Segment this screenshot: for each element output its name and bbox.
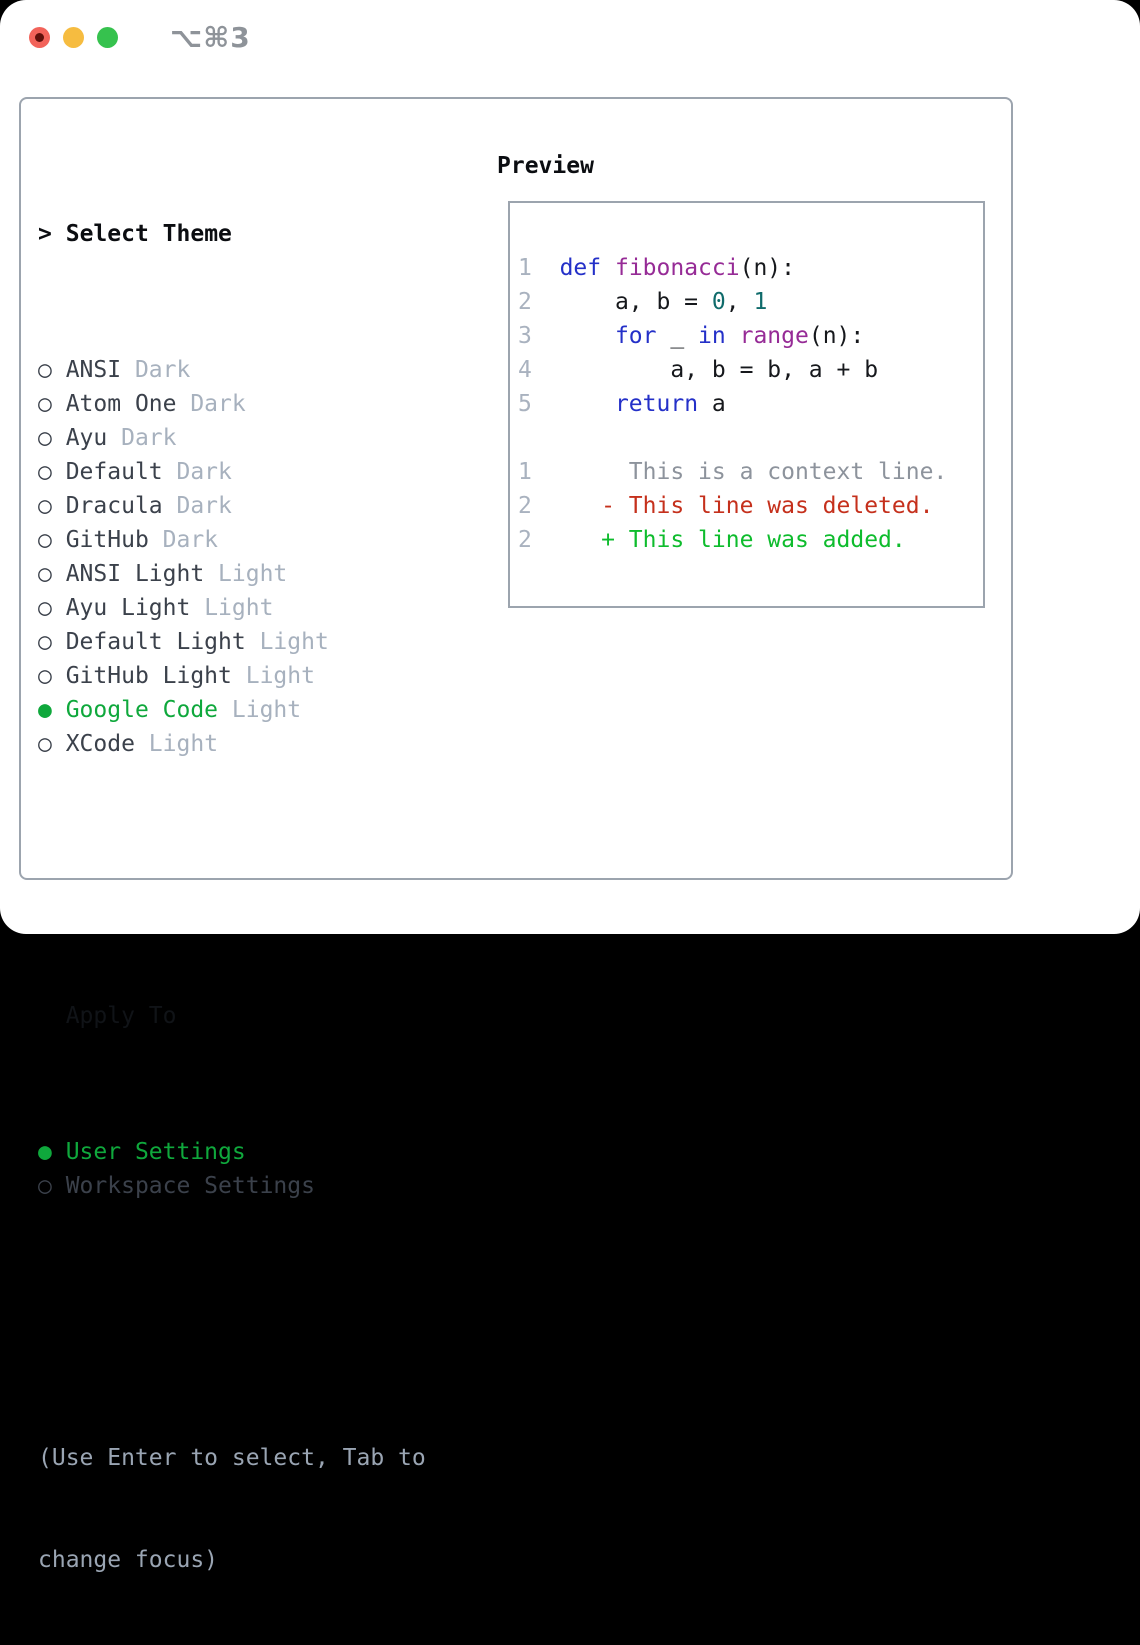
- variant-badge: Light: [231, 663, 315, 689]
- variant-badge: Light: [190, 595, 274, 621]
- option-label: Ayu: [51, 425, 108, 451]
- code-line: 5 return a: [518, 391, 726, 417]
- code-line: 2 a, b = 0, 1: [518, 289, 768, 315]
- titlebar: ⌥⌘3: [29, 21, 251, 54]
- variant-badge: Light: [218, 697, 302, 723]
- select-theme-title: Select Theme: [65, 221, 232, 247]
- code-line: 1 def fibonacci(n):: [518, 255, 795, 281]
- spacer: [38, 1305, 426, 1339]
- apply-option-workspace-settings[interactable]: ○ Workspace Settings: [38, 1169, 426, 1203]
- selected-radio-icon: ●: [38, 1139, 52, 1165]
- radio-icon: ○: [38, 561, 52, 587]
- radio-icon: ○: [38, 425, 52, 451]
- theme-option-default[interactable]: ○ Default Dark: [38, 455, 426, 489]
- spacer: [38, 863, 426, 897]
- radio-icon: ○: [38, 527, 52, 553]
- apply-option-user-settings[interactable]: ● User Settings: [38, 1135, 426, 1169]
- theme-option-ayu[interactable]: ○ Ayu Dark: [38, 421, 426, 455]
- radio-icon: ○: [38, 595, 52, 621]
- option-label: User Settings: [51, 1139, 246, 1165]
- theme-list: ○ ANSI Dark○ Atom One Dark○ Ayu Dark○ De…: [38, 353, 426, 761]
- variant-badge: Dark: [148, 527, 219, 553]
- option-label: Default: [51, 459, 163, 485]
- preview-title: Preview: [497, 153, 594, 179]
- theme-option-dracula[interactable]: ○ Dracula Dark: [38, 489, 426, 523]
- apply-to-title: Apply To: [65, 1003, 177, 1029]
- radio-icon: ○: [38, 357, 52, 383]
- zoom-button[interactable]: [97, 27, 118, 48]
- radio-icon: ○: [38, 731, 52, 757]
- option-label: Atom One: [51, 391, 177, 417]
- close-button[interactable]: [29, 27, 50, 48]
- radio-icon: ○: [38, 1173, 52, 1199]
- option-label: Default Light: [51, 629, 246, 655]
- code-preview: 1 def fibonacci(n): 2 a, b = 0, 1 3 for _ …: [518, 251, 983, 557]
- variant-badge: Dark: [162, 493, 232, 519]
- radio-icon: ○: [38, 663, 52, 689]
- minimize-button[interactable]: [63, 27, 84, 48]
- option-label: Google Code: [51, 697, 219, 723]
- option-label: GitHub Light: [51, 663, 232, 689]
- variant-badge: Light: [134, 731, 219, 757]
- radio-icon: ○: [38, 391, 52, 417]
- selector-column: > Select Theme ○ ANSI Dark○ Atom One Dar…: [38, 149, 426, 1645]
- close-dot-icon: [35, 33, 44, 42]
- diff-line: 2 - This line was deleted.: [518, 493, 934, 519]
- theme-option-default-light[interactable]: ○ Default Light Light: [38, 625, 426, 659]
- code-line: 4 a, b = b, a + b: [518, 357, 879, 383]
- variant-badge: Dark: [107, 425, 177, 451]
- prompt-caret-icon: >: [38, 221, 52, 247]
- preview-box: 1 def fibonacci(n): 2 a, b = 0, 1 3 for _ …: [508, 201, 985, 608]
- theme-selector-panel: > Select Theme ○ ANSI Dark○ Atom One Dar…: [19, 97, 1013, 1573]
- selected-radio-icon: ●: [38, 697, 52, 723]
- radio-icon: ○: [38, 629, 52, 655]
- option-label: Workspace Settings: [51, 1173, 315, 1199]
- hint-line-1: (Use Enter to select, Tab to: [38, 1445, 426, 1471]
- app-window: ⌥⌘3 > Select Theme ○ ANSI Dark○ Atom One…: [0, 0, 1140, 1573]
- apply-to-header: Apply To: [38, 999, 426, 1033]
- theme-option-github-light[interactable]: ○ GitHub Light Light: [38, 659, 426, 693]
- radio-icon: ○: [38, 493, 52, 519]
- diff-line: 2 + This line was added.: [518, 527, 906, 553]
- option-label: GitHub: [51, 527, 149, 553]
- theme-option-google-code[interactable]: ● Google Code Light: [38, 693, 426, 727]
- window-title: ⌥⌘3: [170, 21, 251, 54]
- variant-badge: Light: [245, 629, 329, 655]
- theme-option-xcode[interactable]: ○ XCode Light: [38, 727, 426, 761]
- variant-badge: Dark: [176, 391, 246, 417]
- option-label: ANSI: [51, 357, 122, 383]
- code-line: 3 for _ in range(n):: [518, 323, 865, 349]
- apply-to-list: ● User Settings○ Workspace Settings: [38, 1135, 426, 1203]
- theme-option-ansi-light[interactable]: ○ ANSI Light Light: [38, 557, 426, 591]
- option-label: Dracula: [51, 493, 163, 519]
- variant-badge: Light: [204, 561, 288, 587]
- theme-option-atom-one[interactable]: ○ Atom One Dark: [38, 387, 426, 421]
- option-label: ANSI Light: [51, 561, 205, 587]
- option-label: XCode: [51, 731, 135, 757]
- theme-option-ansi[interactable]: ○ ANSI Dark: [38, 353, 426, 387]
- spacer: [518, 421, 983, 455]
- diff-line: 1 This is a context line.: [518, 459, 948, 485]
- variant-badge: Dark: [121, 357, 191, 383]
- hint-line-2: change focus): [38, 1547, 219, 1573]
- radio-icon: ○: [38, 459, 52, 485]
- theme-option-ayu-light[interactable]: ○ Ayu Light Light: [38, 591, 426, 625]
- theme-option-github[interactable]: ○ GitHub Dark: [38, 523, 426, 557]
- option-label: Ayu Light: [51, 595, 191, 621]
- variant-badge: Dark: [162, 459, 232, 485]
- select-theme-header: > Select Theme: [38, 217, 426, 251]
